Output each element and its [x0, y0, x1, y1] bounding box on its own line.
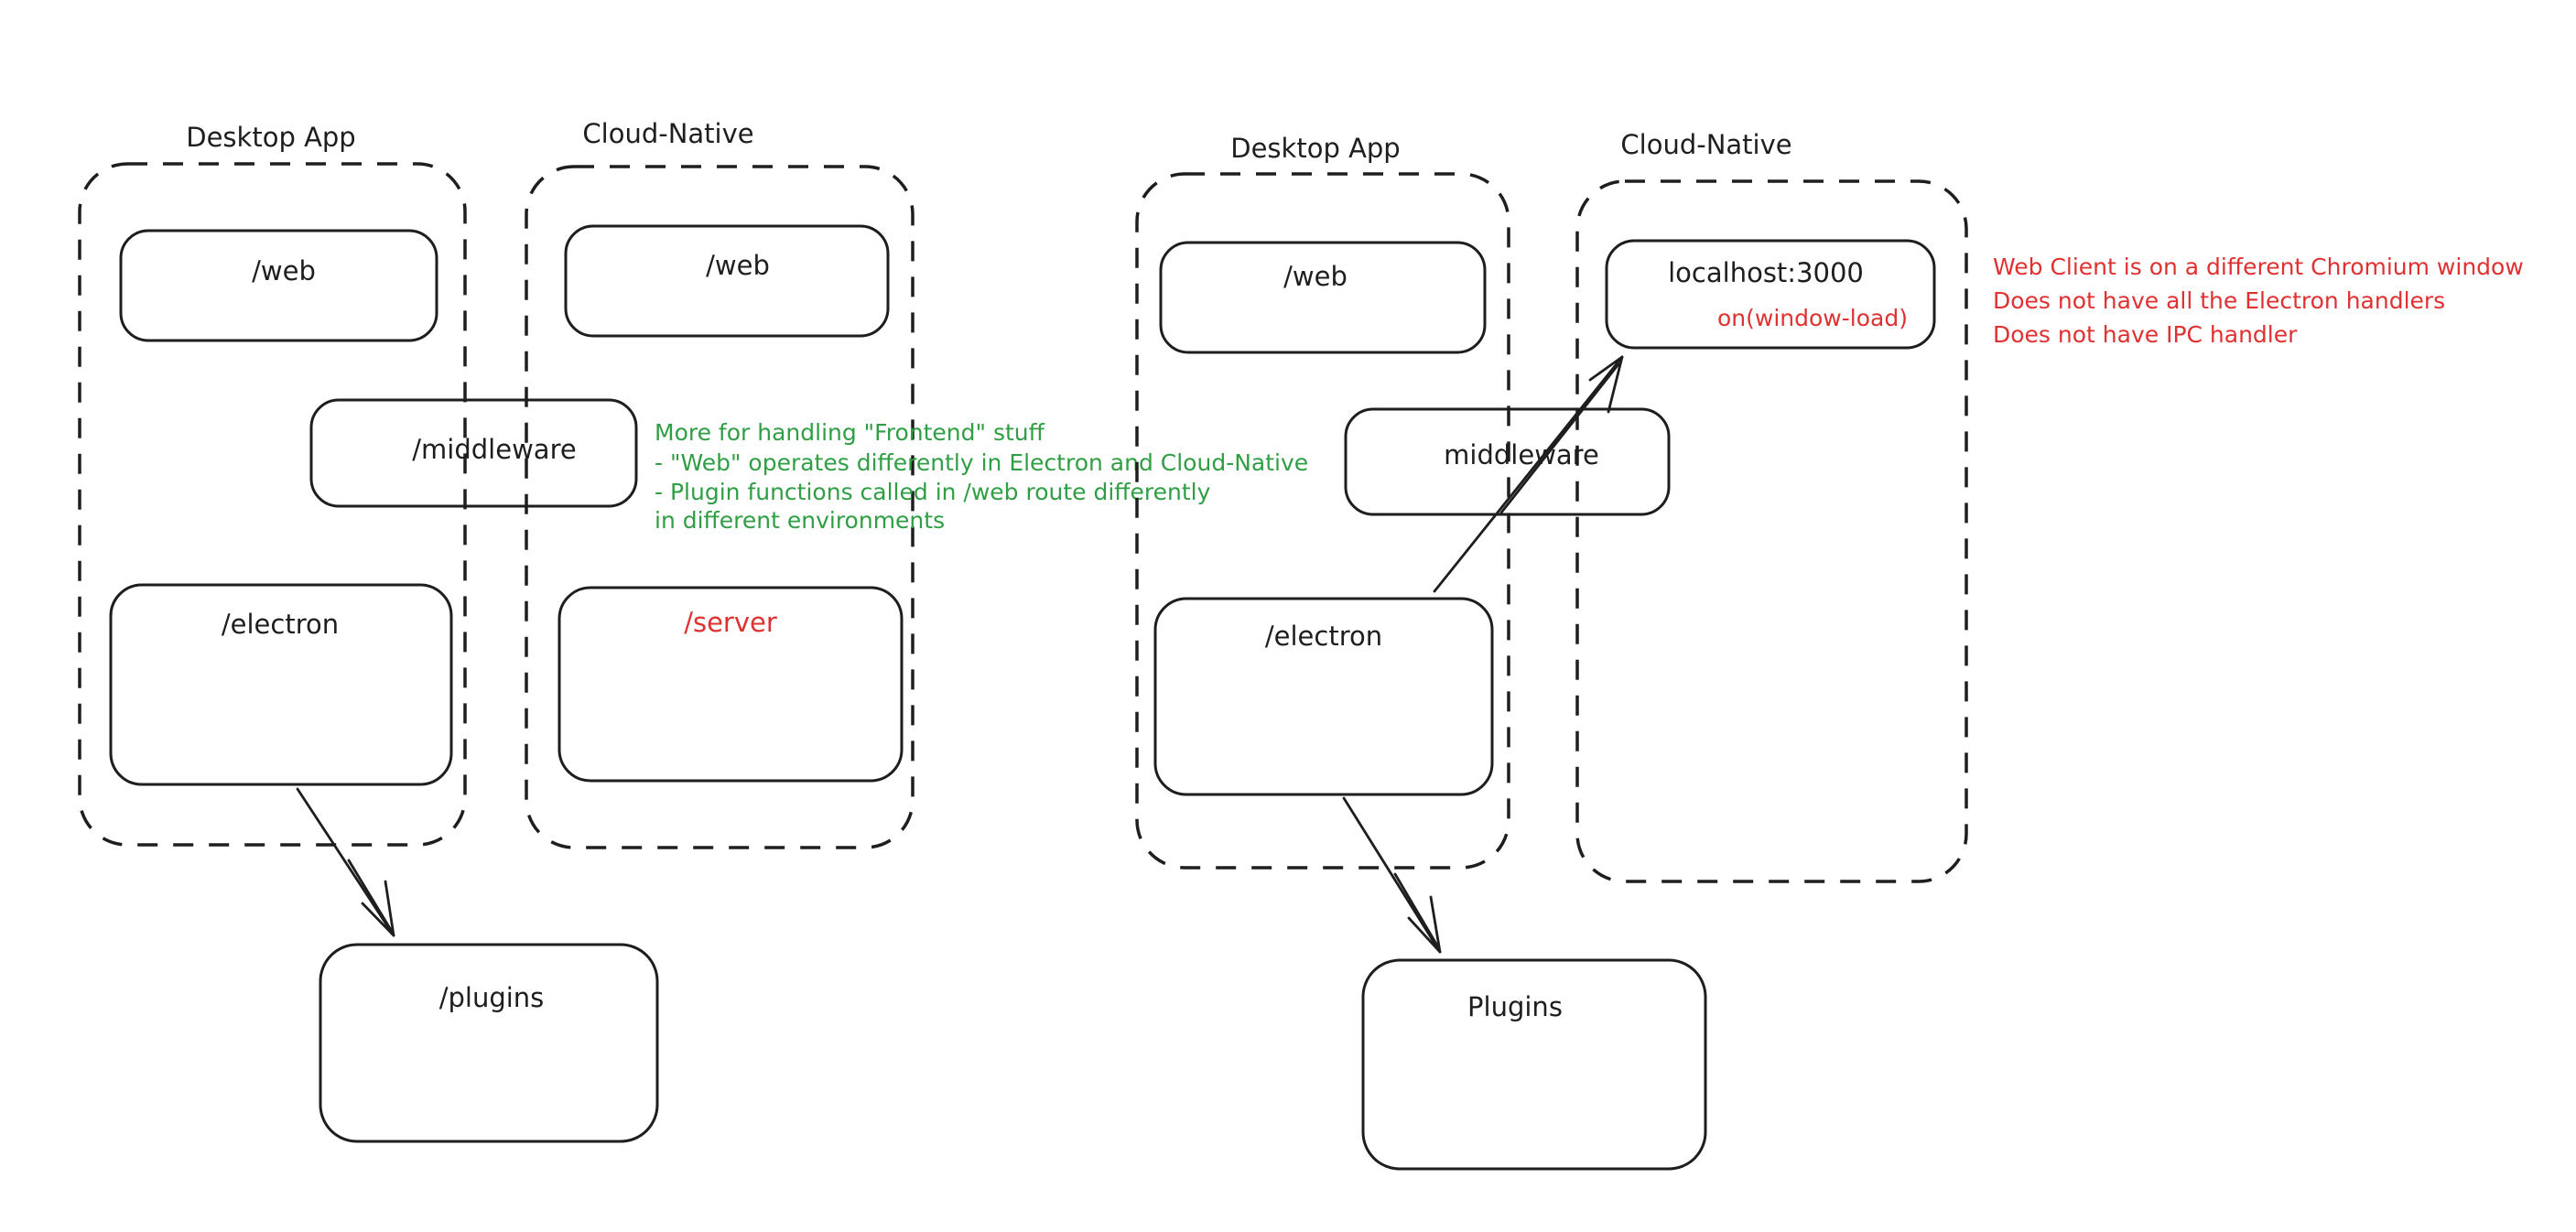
- left-middleware-box: /middleware: [309, 398, 638, 508]
- right-red-note: Web Client is on a different Chromium wi…: [1993, 254, 2524, 348]
- left-server-label: /server: [684, 607, 777, 638]
- right-localhost-rect: [1605, 239, 1936, 350]
- left-cloud-native-label: Cloud-Native: [582, 118, 753, 149]
- left-desktop-app-label: Desktop App: [186, 122, 355, 153]
- left-web-desktop-rect: [119, 229, 438, 342]
- right-desktop-app-container: [1135, 172, 1510, 870]
- right-plugins-label: Plugins: [1467, 991, 1563, 1022]
- right-web-rect: [1159, 241, 1487, 354]
- right-electron-box: /electron: [1153, 597, 1494, 796]
- left-desktop-app-container: [78, 162, 467, 847]
- right-middleware-rect: [1344, 407, 1671, 516]
- right-middleware-box: middleware: [1344, 407, 1671, 516]
- left-web-cloud-label: /web: [706, 250, 770, 281]
- green-note-line-4: in different environments: [655, 507, 945, 534]
- left-web-cloud-box: /web: [564, 224, 890, 338]
- left-web-desktop-box: /web: [119, 229, 438, 342]
- left-electron-label: /electron: [222, 609, 339, 640]
- right-electron-to-localhost-arrow: [1433, 355, 1624, 593]
- green-note-line-3: - Plugin functions called in /web route …: [655, 479, 1211, 505]
- red-note-line-3: Does not have IPC handler: [1993, 321, 2298, 348]
- left-electron-to-plugins-arrow: [296, 787, 395, 937]
- left-green-note: More for handling "Frontend" stuff - "We…: [655, 419, 1308, 534]
- left-plugins-label: /plugins: [439, 982, 545, 1013]
- right-middleware-label: middleware: [1444, 439, 1599, 470]
- right-plugins-rect: [1361, 958, 1707, 1171]
- right-electron-label: /electron: [1265, 621, 1382, 652]
- left-electron-rect: [109, 583, 453, 786]
- left-web-cloud-rect: [564, 224, 890, 338]
- right-desktop-app-label: Desktop App: [1230, 133, 1400, 164]
- right-plugins-box: Plugins: [1361, 958, 1707, 1171]
- right-localhost-label: localhost:3000: [1668, 257, 1864, 288]
- right-electron-rect: [1153, 597, 1494, 796]
- left-plugins-rect: [319, 943, 659, 1143]
- right-localhost-box: localhost:3000 on(window-load): [1605, 239, 1936, 350]
- right-cloud-native-label: Cloud-Native: [1620, 129, 1791, 160]
- left-diagram: Desktop App Cloud-Native /web /web /midd…: [78, 118, 1308, 1143]
- right-electron-to-plugins-arrow: [1342, 796, 1442, 954]
- right-diagram: Desktop App Cloud-Native /web localhost:…: [1135, 129, 2524, 1171]
- right-window-load-label: on(window-load): [1717, 305, 1908, 331]
- right-web-box: /web: [1159, 241, 1487, 354]
- left-plugins-box: /plugins: [319, 943, 659, 1143]
- left-server-box: /server: [557, 586, 904, 783]
- green-note-line-1: More for handling "Frontend" stuff: [655, 419, 1045, 446]
- red-note-line-1: Web Client is on a different Chromium wi…: [1993, 254, 2524, 280]
- right-web-label: /web: [1283, 261, 1348, 292]
- left-server-rect: [557, 586, 904, 783]
- right-cloud-native-container: [1575, 179, 1968, 883]
- left-electron-box: /electron: [109, 583, 453, 786]
- left-middleware-rect: [309, 398, 638, 508]
- left-middleware-label: /middleware: [412, 434, 576, 465]
- green-note-line-2: - "Web" operates differently in Electron…: [655, 449, 1308, 476]
- red-note-line-2: Does not have all the Electron handlers: [1993, 287, 2445, 314]
- left-web-desktop-label: /web: [252, 255, 316, 286]
